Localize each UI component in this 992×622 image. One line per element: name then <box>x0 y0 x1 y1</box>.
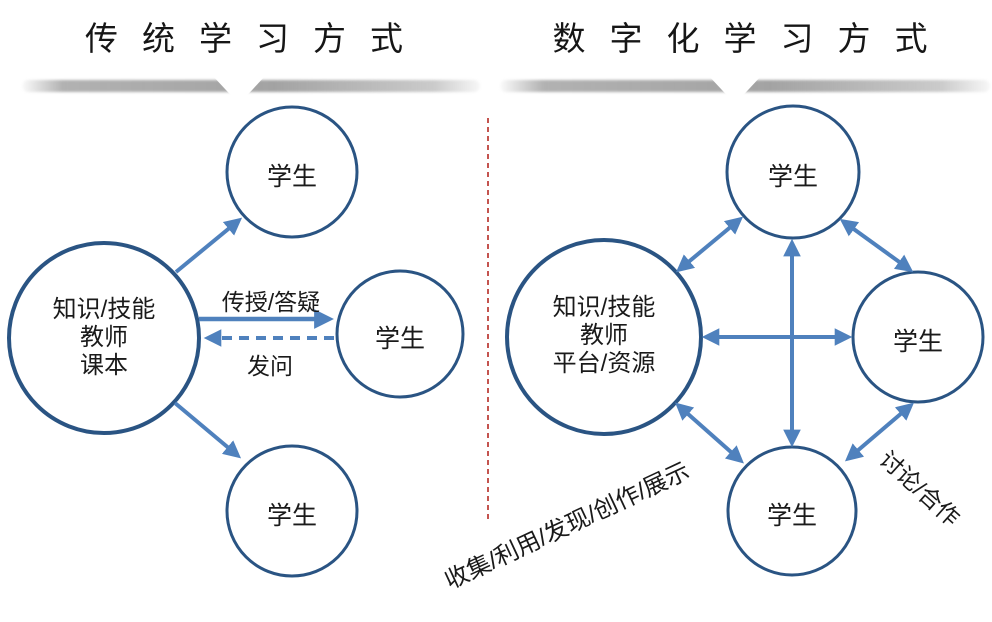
arrow-teacher-to-student-top <box>174 217 243 274</box>
arrow-platform-studenttop-bidir <box>675 216 744 273</box>
right-diagram <box>505 104 985 577</box>
left-student-middle-circle <box>335 269 465 399</box>
arrow-teacher-to-student-bottom <box>173 401 242 459</box>
right-student-bottom-circle <box>726 445 858 577</box>
arrow-platform-studentbottom-bidir <box>675 402 744 464</box>
right-student-right-circle <box>851 270 985 404</box>
arrow-studenttop-studentright-bidir <box>839 218 914 273</box>
left-panel-title: 传统学习方式 <box>85 20 427 57</box>
left-student-bottom-circle <box>225 444 359 578</box>
right-student-top-circle <box>725 104 861 240</box>
left-diagram <box>7 105 465 578</box>
arrow-studentright-studentbottom-bidir <box>844 402 915 462</box>
left-student-top-circle <box>225 105 359 239</box>
right-panel-title: 数字化学习方式 <box>552 20 952 57</box>
right-teacher-node-circle <box>505 238 703 436</box>
left-teacher-node-circle <box>7 241 201 435</box>
